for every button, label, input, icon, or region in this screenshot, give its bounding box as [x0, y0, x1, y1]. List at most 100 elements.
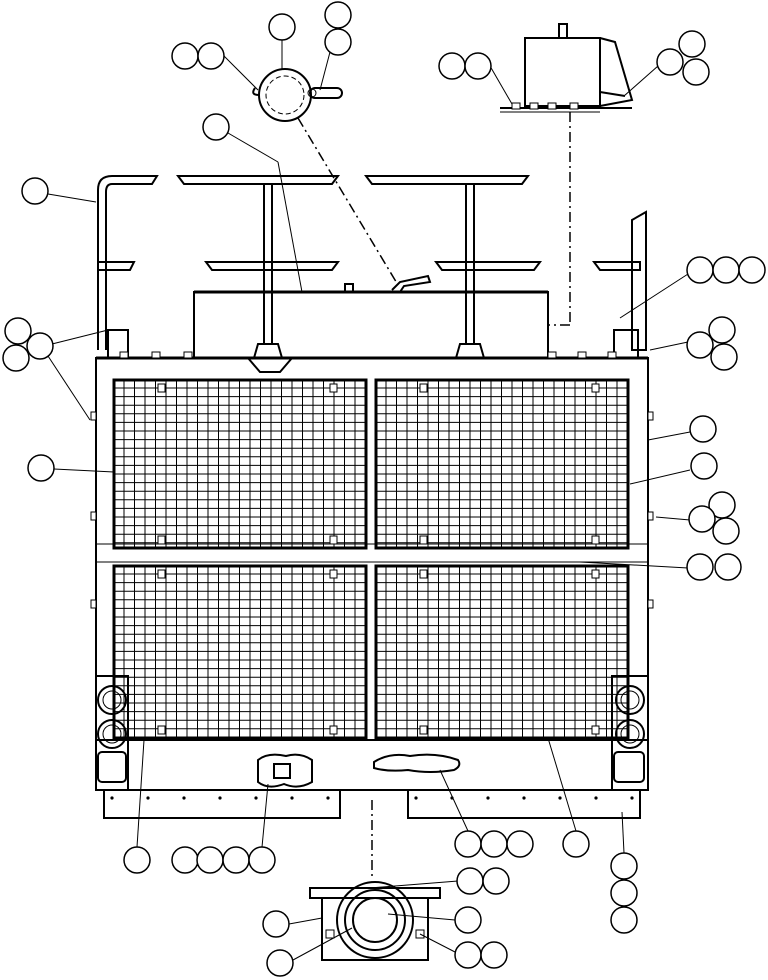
leader-line	[623, 65, 659, 97]
leader-line	[292, 927, 353, 961]
leader-line	[619, 273, 689, 319]
callout-balloon	[324, 1, 352, 29]
callout-balloon	[482, 867, 510, 895]
callout-balloon	[656, 48, 684, 76]
leader-line	[649, 341, 689, 351]
callout-balloon	[196, 846, 224, 874]
callout-balloon	[248, 846, 276, 874]
panel-bolt	[157, 383, 166, 393]
panel-bolt	[591, 383, 600, 393]
callout-balloon	[464, 52, 492, 80]
leader-line	[547, 737, 577, 832]
bottom-mount-assembly	[309, 881, 441, 961]
callout-balloon	[562, 830, 590, 858]
callout-balloon	[686, 553, 714, 581]
callout-balloon	[610, 879, 638, 907]
leader-line	[621, 811, 625, 854]
leader-line	[223, 55, 259, 91]
callout-balloon	[480, 830, 508, 858]
leader-line	[277, 161, 303, 293]
callout-balloon	[712, 517, 740, 545]
panel-bolt	[591, 725, 600, 735]
callout-balloon	[27, 454, 55, 482]
panel-bolt	[591, 569, 600, 579]
callout-balloon	[678, 30, 706, 58]
callout-balloon	[454, 830, 482, 858]
panel-bolt	[329, 383, 338, 393]
leader-line	[136, 739, 145, 848]
callout-balloon	[712, 256, 740, 284]
grille-panel-1	[112, 378, 368, 550]
callout-balloon	[171, 42, 199, 70]
leader-line	[288, 917, 323, 925]
panel-bolt	[419, 383, 428, 393]
grille-panel-2	[374, 378, 630, 550]
callout-balloon	[682, 58, 710, 86]
callout-balloon	[714, 553, 742, 581]
panel-bolt	[157, 569, 166, 579]
callout-balloon	[506, 830, 534, 858]
callout-balloon	[202, 113, 230, 141]
callout-balloon	[266, 949, 294, 977]
callout-balloon	[21, 177, 49, 205]
panel-bolt	[419, 725, 428, 735]
leader-line	[369, 880, 459, 889]
callout-balloon	[710, 343, 738, 371]
grille-panels	[112, 378, 630, 740]
callout-balloon	[454, 941, 482, 969]
leader-line	[419, 933, 456, 953]
callout-balloon	[480, 941, 508, 969]
leader-line	[53, 468, 115, 473]
callout-leader-lines	[47, 40, 691, 961]
leader-line	[439, 769, 469, 832]
callout-balloon	[610, 906, 638, 934]
callout-balloon	[222, 846, 250, 874]
callout-balloon	[2, 344, 30, 372]
panel-bolt	[419, 569, 428, 579]
lower-frame	[96, 675, 648, 819]
callout-balloon	[171, 846, 199, 874]
leader-line	[629, 469, 691, 485]
callout-balloon	[26, 332, 54, 360]
leader-line	[319, 51, 331, 91]
leader-line	[579, 561, 689, 569]
callout-balloon	[197, 42, 225, 70]
callout-balloon	[438, 52, 466, 80]
panel-bolt	[329, 725, 338, 735]
callout-balloon	[456, 867, 484, 895]
callout-balloon	[686, 256, 714, 284]
panel-bolt	[591, 535, 600, 545]
grille-panel-3	[112, 564, 368, 740]
callout-balloon	[686, 331, 714, 359]
radiator-top-tank	[193, 274, 549, 359]
top-guard-rails	[97, 175, 647, 359]
panel-bolt	[419, 535, 428, 545]
cap-alignment-line	[297, 117, 399, 286]
leader-line	[47, 355, 91, 421]
leader-line	[489, 65, 513, 105]
callout-balloon	[688, 505, 716, 533]
panel-bolt	[329, 569, 338, 579]
callout-balloon	[4, 317, 32, 345]
surge-tank-assembly	[500, 23, 634, 113]
leader-line	[647, 431, 691, 441]
grille-panel-4	[374, 564, 630, 740]
leader-line	[387, 913, 456, 921]
callout-balloon	[738, 256, 766, 284]
callout-balloon	[610, 852, 638, 880]
callout-balloon	[690, 452, 718, 480]
radiator-main-frame	[90, 329, 654, 791]
leader-line	[261, 783, 269, 848]
panel-bolt	[329, 535, 338, 545]
callout-balloon	[689, 415, 717, 443]
leader-line	[51, 329, 109, 345]
callout-balloon	[268, 13, 296, 41]
callout-balloon	[123, 846, 151, 874]
leader-line	[655, 516, 691, 521]
leader-line	[47, 193, 97, 203]
callout-balloon	[708, 316, 736, 344]
callout-balloon	[454, 906, 482, 934]
leader-line	[227, 132, 279, 163]
